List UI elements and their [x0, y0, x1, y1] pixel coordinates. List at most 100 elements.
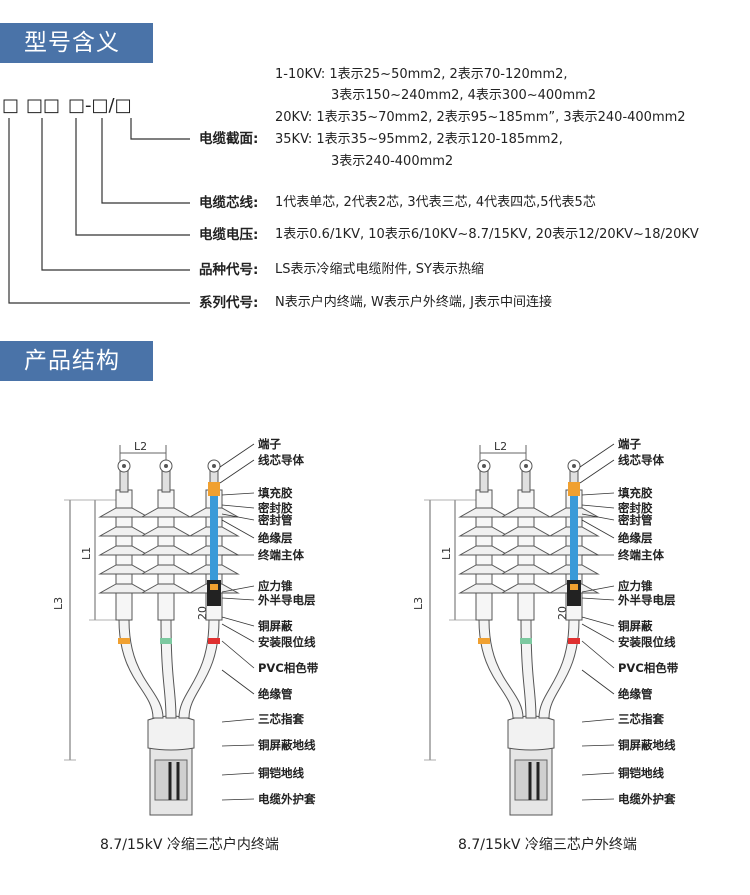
model-code-bracket-lines — [8, 118, 190, 304]
semicon-edge — [210, 584, 218, 590]
part-label-7: 应力锥 — [258, 579, 293, 593]
leader-12 — [581, 669, 615, 695]
part-label-11: PVC相色带 — [618, 661, 679, 675]
voltage-label: 电缆电压: — [199, 227, 259, 243]
shed-1-4 — [140, 583, 192, 594]
lug-hole-1 — [164, 464, 168, 468]
leader-7 — [581, 585, 615, 593]
part-label-15: 铜铠地线 — [257, 766, 304, 780]
shed-0-1 — [458, 526, 510, 537]
phase-tape-1 — [520, 638, 532, 644]
leader-13 — [581, 718, 615, 723]
part-label-13: 三芯指套 — [618, 712, 664, 726]
core-leg-2 — [178, 619, 220, 719]
leader-1 — [219, 459, 255, 484]
leader-5 — [221, 519, 255, 539]
section-text-line-1: 1-10KV: 1表示25~50mm2, 2表示70-120mm2, — [275, 67, 568, 82]
part-label-12: 绝缘管 — [618, 687, 653, 701]
core-leg-1 — [160, 619, 177, 719]
leader-7 — [221, 585, 255, 593]
phase-tape-2 — [568, 638, 580, 644]
part-label-3: 密封胶 — [617, 501, 653, 515]
leader-10 — [221, 623, 255, 643]
shed-0-4 — [98, 583, 150, 594]
leader-0 — [579, 443, 615, 468]
lug-barrel-1 — [521, 469, 531, 493]
cores-label: 电缆芯线: — [199, 195, 259, 211]
shed-1-3 — [140, 564, 192, 575]
shed-1-0 — [140, 507, 192, 518]
semicon-edge — [570, 584, 578, 590]
leader-1 — [579, 459, 615, 484]
part-label-3: 密封胶 — [257, 501, 293, 515]
leader-0 — [219, 443, 255, 468]
part-label-8: 外半导电层 — [257, 593, 316, 607]
leader-11 — [581, 640, 615, 669]
dim-label-l3: L3 — [52, 597, 65, 610]
part-label-6: 终端主体 — [258, 548, 304, 562]
part-label-12: 绝缘管 — [258, 687, 293, 701]
core-leg-0 — [118, 619, 164, 719]
shed-0-4 — [458, 583, 510, 594]
core-leg-2 — [538, 619, 580, 719]
leader-11 — [221, 640, 255, 669]
lug-barrel-0 — [479, 469, 489, 493]
lug-hole-1 — [524, 464, 528, 468]
dim-label-l2: L2 — [494, 440, 507, 453]
voltage-text: 1表示0.6/1KV, 10表示6/10KV~8.7/15KV, 20表示12/… — [275, 227, 699, 242]
part-label-0: 端子 — [258, 437, 281, 451]
dim-label-l1: L1 — [440, 547, 453, 560]
series-text: N表示户内终端, W表示户外终端, J表示中间连接 — [275, 295, 552, 310]
shed-1-0 — [500, 507, 552, 518]
leader-2 — [581, 492, 615, 496]
shed-0-0 — [458, 507, 510, 518]
termination-diagram-1: L3L1L220端子线芯导体填充胶密封胶密封管绝缘层终端主体应力锥外半导电层铜屏… — [412, 437, 679, 816]
phase-tape-0 — [118, 638, 130, 644]
part-label-5: 绝缘层 — [618, 531, 653, 545]
leader-10 — [581, 623, 615, 643]
leader-14 — [581, 744, 615, 747]
breakout-boot — [507, 715, 555, 751]
section-header-model-meaning: 型号含义 — [0, 23, 153, 63]
section-text-line-2: 3表示150~240mm2, 4表示300~400mm2 — [331, 88, 597, 103]
code-box-voltage-cores-section: □-□/□ — [68, 95, 132, 116]
part-label-15: 铜铠地线 — [617, 766, 664, 780]
leader-2 — [221, 492, 255, 496]
leader-16 — [581, 798, 615, 801]
part-label-7: 应力锥 — [618, 579, 653, 593]
shed-1-3 — [500, 564, 552, 575]
diagram-caption-indoor: 8.7/15kV 冷缩三芯户内终端 — [100, 837, 279, 853]
stress-cone — [207, 580, 221, 606]
part-label-14: 铜屏蔽地线 — [257, 738, 316, 752]
core-leg-0 — [478, 619, 524, 719]
part-label-0: 端子 — [618, 437, 641, 451]
shed-1-2 — [140, 545, 192, 556]
phase-tape-1 — [160, 638, 172, 644]
leader-15 — [581, 772, 615, 776]
dim-label-l1: L1 — [80, 547, 93, 560]
part-label-16: 电缆外护套 — [258, 792, 316, 806]
leader-3 — [221, 504, 255, 509]
part-label-1: 线芯导体 — [258, 453, 304, 467]
shed-1-2 — [500, 545, 552, 556]
termination-diagram-0: L3L1L220端子线芯导体填充胶密封胶密封管绝缘层终端主体应力锥外半导电层铜屏… — [52, 437, 319, 816]
lug-barrel-1 — [161, 469, 171, 493]
part-label-10: 安装限位线 — [258, 635, 316, 649]
leader-5 — [581, 519, 615, 539]
code-box-variety: □□ — [26, 95, 61, 116]
phase-tape-0 — [478, 638, 490, 644]
leader-8 — [221, 597, 255, 601]
part-label-11: PVC相色带 — [258, 661, 319, 675]
shed-0-2 — [458, 545, 510, 556]
part-label-5: 绝缘层 — [258, 531, 293, 545]
part-label-9: 铜屏蔽 — [257, 619, 293, 633]
part-label-4: 密封管 — [257, 513, 293, 527]
stress-cone — [567, 580, 581, 606]
leader-15 — [221, 772, 255, 776]
leader-16 — [221, 798, 255, 801]
leader-14 — [221, 744, 255, 747]
dim-label-l2: L2 — [134, 440, 147, 453]
shed-0-2 — [98, 545, 150, 556]
part-label-14: 铜屏蔽地线 — [617, 738, 676, 752]
section-header-product-structure: 产品结构 — [0, 341, 153, 381]
